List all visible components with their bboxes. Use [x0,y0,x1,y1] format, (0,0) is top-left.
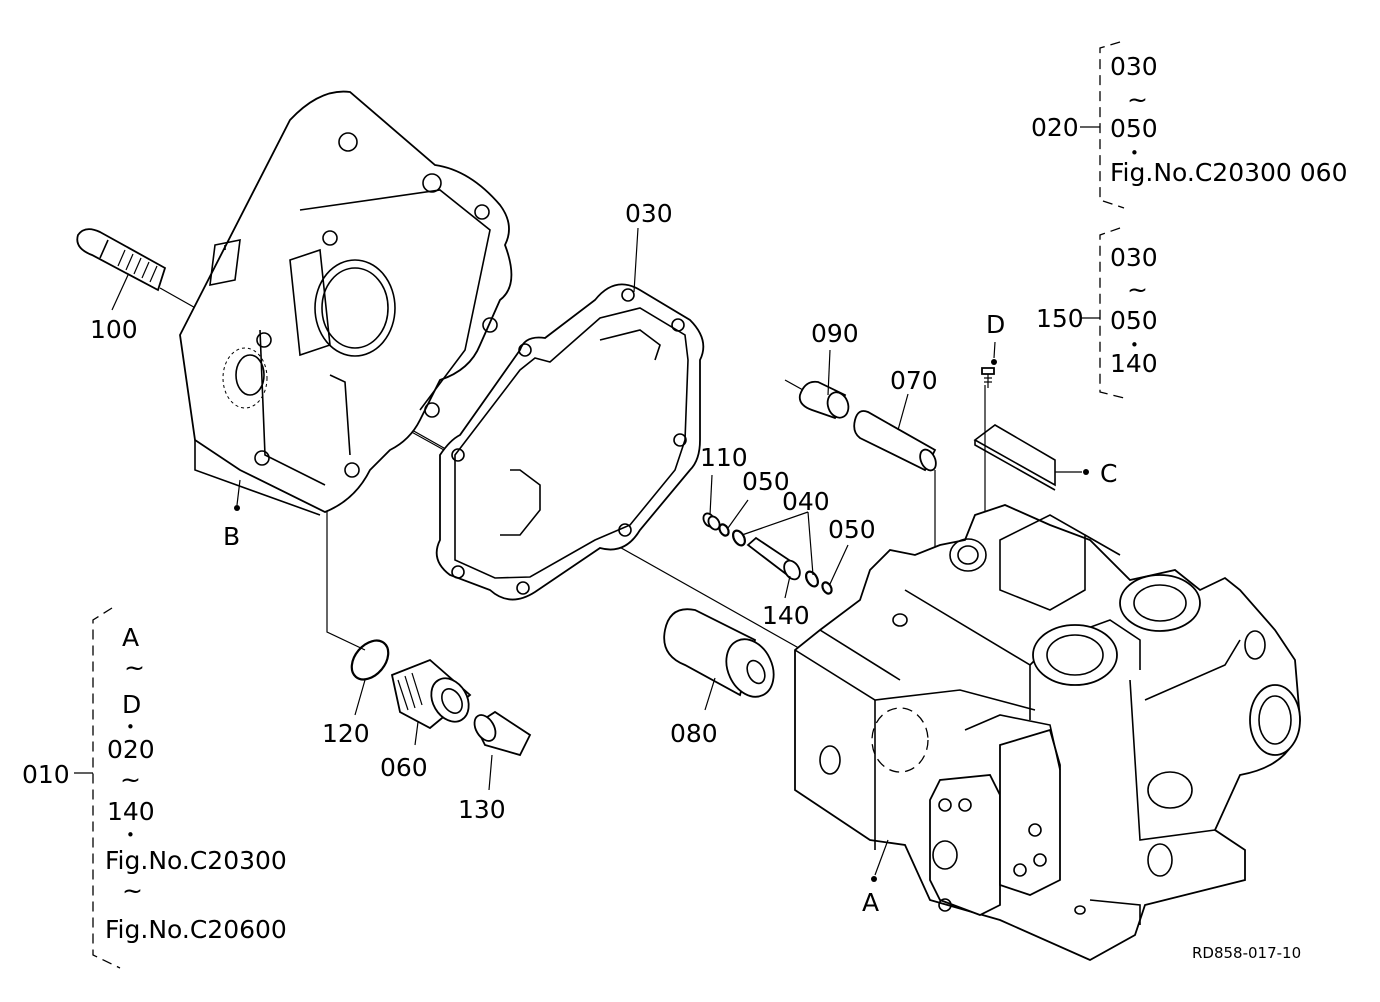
svg-text:020: 020 [107,735,155,764]
callout-100: 100 [90,315,138,344]
callout-110: 110 [700,443,748,472]
callout-070: 070 [890,366,938,395]
o-ring-120 [350,639,390,681]
svg-text:050: 050 [1110,306,1158,335]
piston-080 [663,608,775,698]
callout-130: 130 [458,795,506,824]
plug-060 [390,658,472,730]
diagram-id: RD858-017-10 [1192,944,1301,962]
callout-b: B [223,522,240,551]
group-020-id: 020 [1031,113,1079,142]
callout-040: 040 [782,487,830,516]
callout-030: 030 [625,199,673,228]
small-parts [702,512,833,595]
pin-070 [853,410,937,472]
bushing-090 [784,379,850,420]
svg-text:Fig.No.C20300: Fig.No.C20300 [105,846,287,875]
svg-text:050: 050 [1110,114,1158,143]
screw-d [981,367,995,388]
callout-090: 090 [811,319,859,348]
callout-labels: 030 100 B 120 060 130 080 090 070 110 05… [90,199,1117,917]
group-150: 150 030 ~ 050 • 140 [1036,227,1158,399]
svg-text:•: • [1130,336,1139,354]
callout-d: D [986,310,1005,339]
pin-130 [473,710,532,757]
svg-text:140: 140 [107,797,155,826]
leader-lines [234,227,1089,882]
callout-080: 080 [670,719,718,748]
group-010: 010 A ~ D • 020 ~ 140 • Fig.No.C20300 ~ … [22,607,287,969]
svg-text:030: 030 [1110,52,1158,81]
callout-140: 140 [762,601,810,630]
callout-120: 120 [322,719,370,748]
cover-housing [179,90,513,516]
svg-text:•: • [1130,144,1139,162]
gasket-030 [435,283,705,601]
group-020: 020 030 ~ 050 • Fig.No.C20300 060 [1031,41,1347,209]
svg-text:~: ~ [124,653,145,682]
svg-text:D: D [122,690,141,719]
svg-text:Fig.No.C20300 060: Fig.No.C20300 060 [1110,158,1347,187]
valve-body [794,504,1301,962]
svg-text:~: ~ [1127,275,1148,304]
callout-050-upper: 050 [742,467,790,496]
svg-text:~: ~ [1127,85,1148,114]
svg-text:A: A [122,623,139,652]
callout-c: C [1100,459,1117,488]
callout-a: A [862,888,879,917]
group-150-id: 150 [1036,304,1084,333]
callout-060: 060 [380,753,428,782]
svg-text:030: 030 [1110,243,1158,272]
svg-text:•: • [126,826,135,844]
callout-050-lower: 050 [828,515,876,544]
svg-text:~: ~ [122,876,143,905]
svg-text:~: ~ [120,765,141,794]
bolt-100 [76,228,167,311]
svg-text:Fig.No.C20600: Fig.No.C20600 [105,915,287,944]
plate-c [973,424,1056,491]
svg-text:140: 140 [1110,349,1158,378]
group-010-id: 010 [22,760,70,789]
svg-text:•: • [126,718,135,736]
